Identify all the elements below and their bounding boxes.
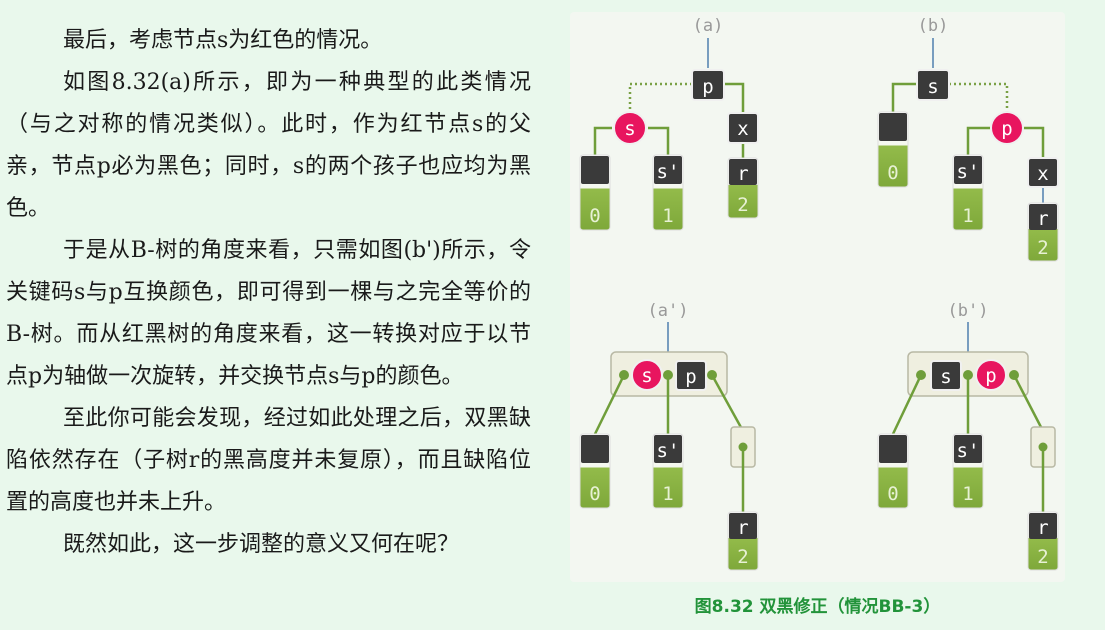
svg-text:s: s xyxy=(624,118,635,140)
svg-text:r: r xyxy=(737,517,748,539)
paragraph-3: 于是从B-树的角度来看，只需如图(b')所示，令关键码s与p互换颜色，即可得到一… xyxy=(6,238,531,389)
svg-text:x: x xyxy=(737,118,748,140)
svg-text:1: 1 xyxy=(662,483,673,505)
svg-text:r: r xyxy=(1037,517,1048,539)
paragraph-2: 如图8.32(a)所示，即为一种典型的此类情况（与之对称的情况类似）。此时，作为… xyxy=(6,70,531,221)
svg-text:s: s xyxy=(940,366,951,388)
svg-text:0: 0 xyxy=(589,483,600,505)
svg-text:1: 1 xyxy=(962,483,973,505)
svg-text:0: 0 xyxy=(887,483,898,505)
tree-a-subtree-0: 0 xyxy=(579,154,611,231)
paragraph-1: 最后，考虑节点s为红色的情况。 xyxy=(63,28,383,53)
svg-text:0: 0 xyxy=(589,205,600,227)
svg-text:s': s' xyxy=(957,161,980,183)
tree-b-subtree-0: 0 xyxy=(877,111,909,188)
tree-a-subtree-1: s' 1 xyxy=(652,154,684,231)
tree-a-prime-subtree-2: r 2 xyxy=(727,511,759,571)
paragraph-4: 至此你可能会发现，经过如此处理之后，双黑缺陷依然存在（子树r的黑高度并未复原），… xyxy=(6,406,531,515)
figure-8-32: (a) p s x 0 s' 1 r 2 (b) s xyxy=(570,12,1065,582)
svg-text:r: r xyxy=(737,163,748,185)
svg-text:2: 2 xyxy=(1037,546,1048,568)
tree-a-node-x: x xyxy=(727,112,759,144)
figure-background xyxy=(570,12,1065,582)
tree-a-node-p: p xyxy=(691,69,725,101)
paragraph-5: 既然如此，这一步调整的意义又何在呢？ xyxy=(63,532,460,557)
svg-text:s': s' xyxy=(657,161,680,183)
tree-b-node-s: s xyxy=(916,69,950,101)
tree-b-subtree-1: s' 1 xyxy=(952,154,984,231)
label-a-prime: (a') xyxy=(648,301,689,321)
body-text: 最后，考虑节点s为红色的情况。 如图8.32(a)所示，即为一种典型的此类情况（… xyxy=(6,20,531,566)
label-a: (a) xyxy=(693,16,724,36)
svg-text:s: s xyxy=(927,76,938,98)
svg-text:1: 1 xyxy=(662,205,673,227)
svg-text:p: p xyxy=(985,365,996,387)
tree-b-subtree-2: r 2 xyxy=(1027,202,1059,262)
tree-a-subtree-2: r 2 xyxy=(727,157,759,219)
svg-text:r: r xyxy=(1037,208,1048,230)
label-b: (b) xyxy=(918,16,949,36)
tree-b-node-x: x xyxy=(1027,157,1059,188)
tree-a-node-s-red: s xyxy=(613,111,647,145)
tree-a-prime-subtree-1: s' 1 xyxy=(652,433,684,509)
svg-text:2: 2 xyxy=(737,194,748,216)
label-b-prime: (b') xyxy=(948,301,989,321)
svg-text:1: 1 xyxy=(962,205,973,227)
svg-text:s': s' xyxy=(957,440,980,462)
tree-b-prime-subtree-1: s' 1 xyxy=(952,433,984,509)
tree-b-prime-subtree-2: r 2 xyxy=(1027,511,1059,571)
svg-text:2: 2 xyxy=(1037,237,1048,259)
svg-text:x: x xyxy=(1037,163,1048,185)
svg-text:2: 2 xyxy=(737,546,748,568)
tree-b-node-p-red: p xyxy=(990,111,1024,145)
figure-caption: 图8.32 双黑修正（情况BB-3） xyxy=(694,597,941,617)
svg-text:p: p xyxy=(1001,118,1012,140)
svg-text:p: p xyxy=(702,76,713,98)
svg-text:s': s' xyxy=(657,440,680,462)
svg-text:0: 0 xyxy=(887,162,898,184)
svg-text:s: s xyxy=(641,365,652,387)
tree-b-prime-subtree-0: 0 xyxy=(877,433,909,509)
svg-text:p: p xyxy=(685,366,696,388)
tree-a-prime-subtree-0: 0 xyxy=(579,433,611,509)
